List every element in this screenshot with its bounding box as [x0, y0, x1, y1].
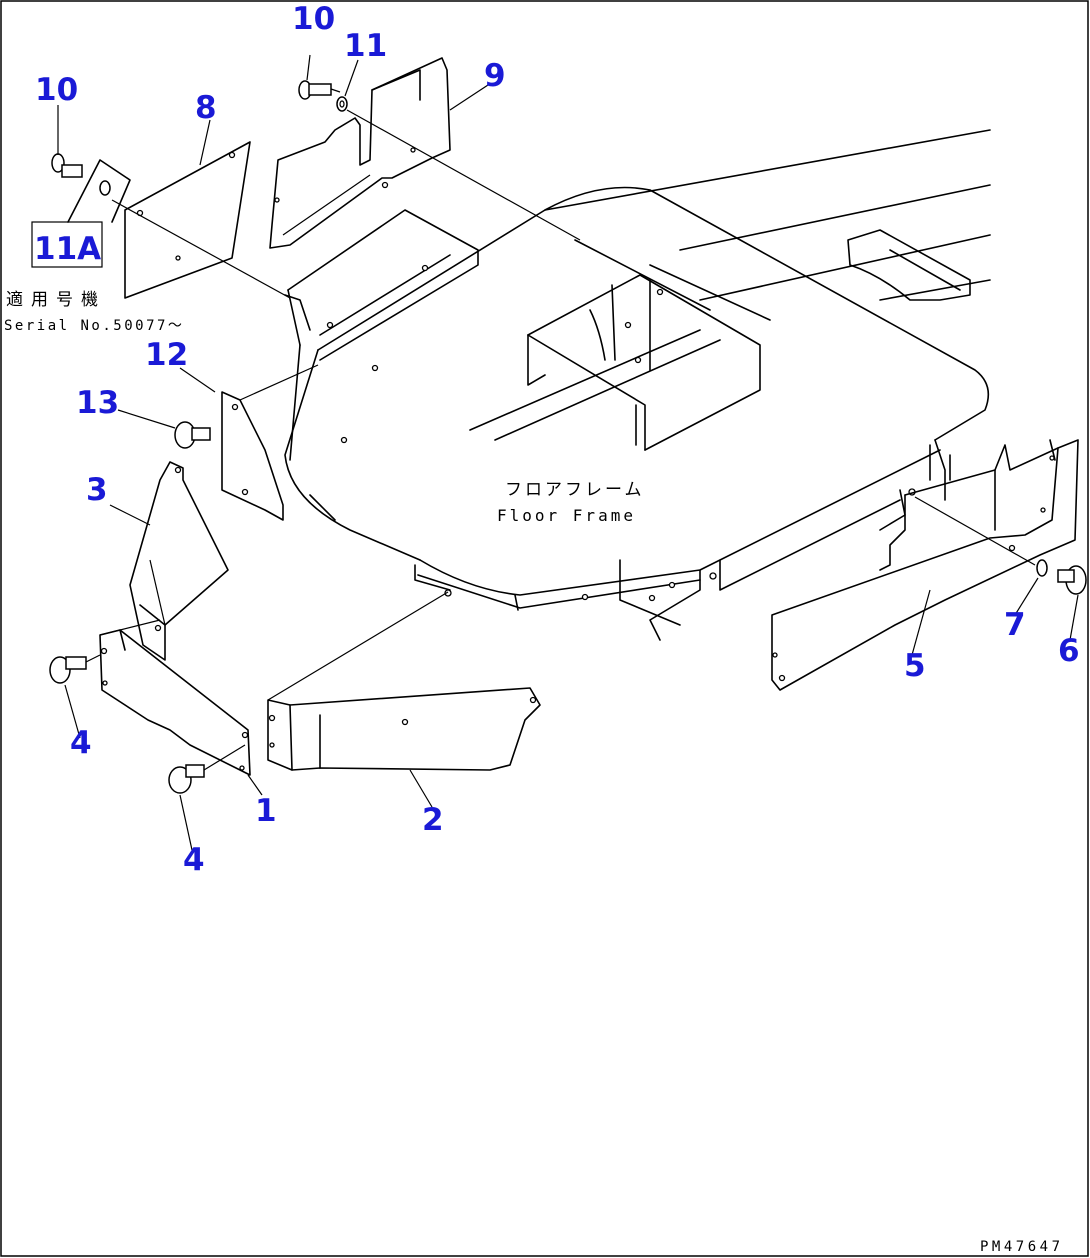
serial-note: Serial No.50077～	[4, 318, 185, 334]
callout-11a-box	[31, 221, 103, 268]
callout-11a: 11A	[34, 231, 102, 267]
bolt-10-left	[51, 153, 83, 178]
callout-11: 11	[344, 28, 388, 64]
callout-10-left: 10	[35, 72, 79, 108]
callout-4-lower: 4	[183, 842, 205, 878]
floor-frame-label-en: Floor Frame	[497, 506, 636, 525]
callout-1: 1	[255, 793, 277, 829]
callout-2: 2	[422, 802, 444, 838]
bolt-4-upper	[49, 654, 101, 684]
washer-11	[336, 96, 348, 112]
part-1-plate	[99, 619, 251, 776]
bolt-4-lower	[168, 744, 246, 794]
washer-11a	[67, 159, 131, 223]
drawing-number: PM47647	[980, 1239, 1064, 1255]
callout-13: 13	[76, 385, 120, 421]
callout-6: 6	[1058, 633, 1080, 669]
leader-lines	[57, 54, 1079, 851]
washer-7	[1036, 559, 1048, 577]
callout-3: 3	[86, 472, 108, 508]
applicable-label-jp: 適用号機	[6, 290, 106, 310]
callout-12: 12	[145, 337, 189, 373]
callout-7: 7	[1004, 607, 1026, 643]
callout-9: 9	[484, 58, 506, 94]
part-9-cover	[269, 57, 581, 249]
callout-4-upper: 4	[70, 725, 92, 761]
callout-10-upper: 10	[292, 1, 336, 37]
callout-8: 8	[195, 90, 217, 126]
part-3-stay	[129, 461, 229, 661]
bolt-13	[174, 421, 211, 449]
bolt-6	[1057, 565, 1087, 595]
floor-frame	[284, 129, 991, 641]
part-5-plate	[771, 439, 1079, 691]
floor-frame-label-jp: フロアフレーム	[505, 480, 645, 500]
part-2-plate	[267, 591, 541, 771]
part-12-bracket	[221, 364, 319, 521]
part-8-cover	[111, 141, 291, 299]
callout-5: 5	[904, 648, 926, 684]
bolt-10-upper	[298, 80, 341, 100]
